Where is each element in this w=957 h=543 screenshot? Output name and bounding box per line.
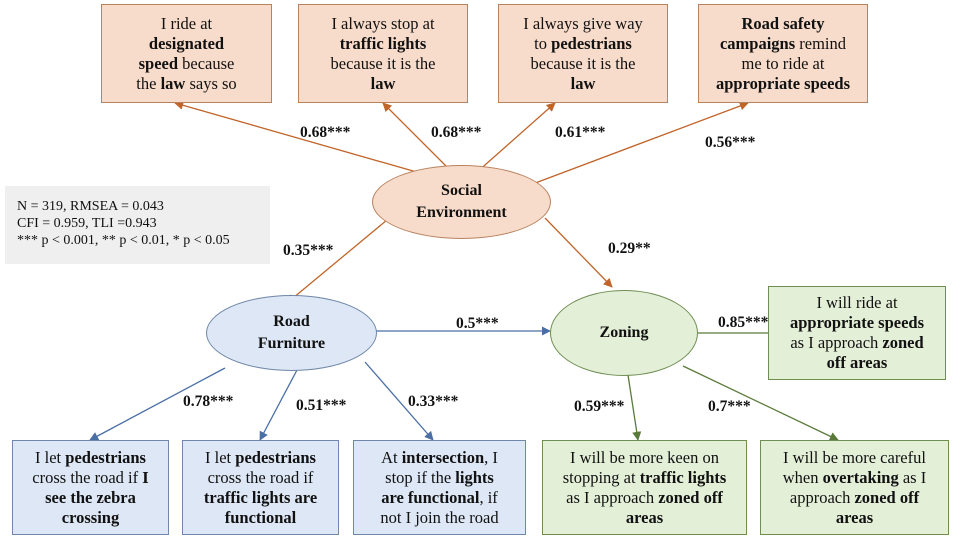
path-coef-s3: 0.61*** [555,124,606,141]
edge-zoning-z2 [627,374,642,441]
stats-line-significance: *** p < 0.001, ** p < 0.01, * p < 0.05 [17,233,230,248]
path-coef-s4: 0.56*** [705,134,756,151]
path-coef-road-zoning: 0.5*** [456,315,499,332]
path-coef-z3: 0.7*** [708,398,751,415]
node-zoning: Zoning [550,290,698,376]
stats-line-cfi-tli: CFI = 0.959, TLI =0.943 [17,216,157,231]
model-fit-statistics: N = 319, RMSEA = 0.043 CFI = 0.959, TLI … [5,186,270,264]
path-coef-s2: 0.68*** [431,124,482,141]
edge-zoning-z3 [682,365,839,441]
path-coef-s1: 0.68*** [300,124,351,141]
path-coef-r3: 0.33*** [408,393,459,410]
path-coef-social-road: 0.35*** [283,242,334,259]
edge-road-r1 [89,367,226,441]
path-coef-zoning-z1: 0.85*** [718,314,769,331]
edge-social-zoning [544,217,613,288]
edge-social-s4 [529,101,749,186]
edge-road-r3 [364,361,434,441]
path-coef-r1: 0.78*** [183,393,234,410]
edge-social-road [286,214,394,304]
stats-line-n-rmsea: N = 319, RMSEA = 0.043 [17,199,164,214]
edge-social-s1 [174,100,456,184]
edge-road-r2 [259,369,298,441]
path-coef-z2: 0.59*** [574,398,625,415]
path-coef-social-zoning: 0.29** [608,240,651,257]
path-coef-r2: 0.51*** [296,397,347,414]
